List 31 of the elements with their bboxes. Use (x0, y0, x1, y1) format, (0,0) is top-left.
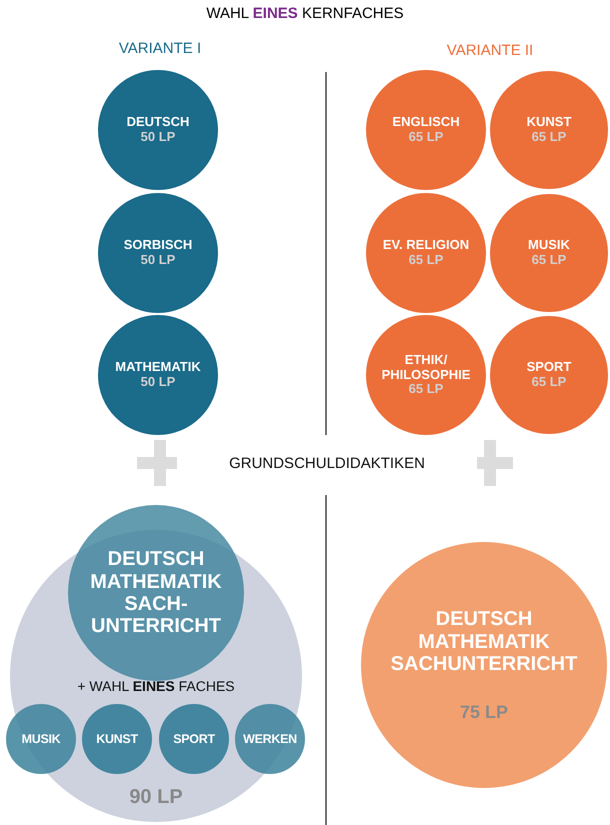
credit-points: 65 LP (532, 375, 566, 390)
credit-points: 65 LP (532, 253, 566, 268)
credit-points: 65 LP (532, 130, 566, 145)
variant-heading: VARIANTE I (118, 40, 202, 57)
variant-heading: VARIANTE II (446, 42, 534, 59)
subject-name: SPORT (172, 732, 216, 746)
subject-name: EV. RELIGION (382, 238, 470, 253)
credit-points: 65 LP (408, 253, 444, 268)
credit-points: 90 LP (128, 786, 184, 809)
section-heading: GRUNDSCHULDIDAKTIKEN (177, 455, 477, 472)
subject-name: DEUTSCH MATHEMATIK SACHUNTERRICHT (390, 608, 578, 676)
subject-name: SORBISCH (122, 238, 194, 253)
subject-name: WERKEN (242, 732, 298, 746)
credit-points: 50 LP (140, 253, 176, 268)
subject-name: DEUTSCH MATHEMATIK SACH- UNTERRICHT (89, 548, 223, 638)
choice-note: + WAHL EINES FACHES (76, 678, 236, 694)
credit-points: 65 LP (408, 382, 444, 397)
subject-name: DEUTSCH (126, 115, 190, 130)
subject-name: ENGLISCH (391, 115, 461, 130)
subject-name: MUSIK (527, 238, 571, 253)
subject-name: ETHIK/ PHILOSOPHIE (380, 353, 472, 382)
credit-points: 65 LP (408, 130, 444, 145)
credit-points: 50 LP (140, 375, 176, 390)
diagram-title: WAHL EINES KERNFACHES (205, 5, 405, 22)
subject-name: SPORT (526, 360, 572, 375)
subject-name: MUSIK (20, 732, 62, 746)
subject-name: KUNST (95, 732, 139, 746)
subject-name: MATHEMATIK (114, 360, 202, 375)
credit-points: 75 LP (460, 702, 508, 722)
subject-name: KUNST (526, 115, 572, 130)
credit-points: 50 LP (140, 130, 176, 145)
